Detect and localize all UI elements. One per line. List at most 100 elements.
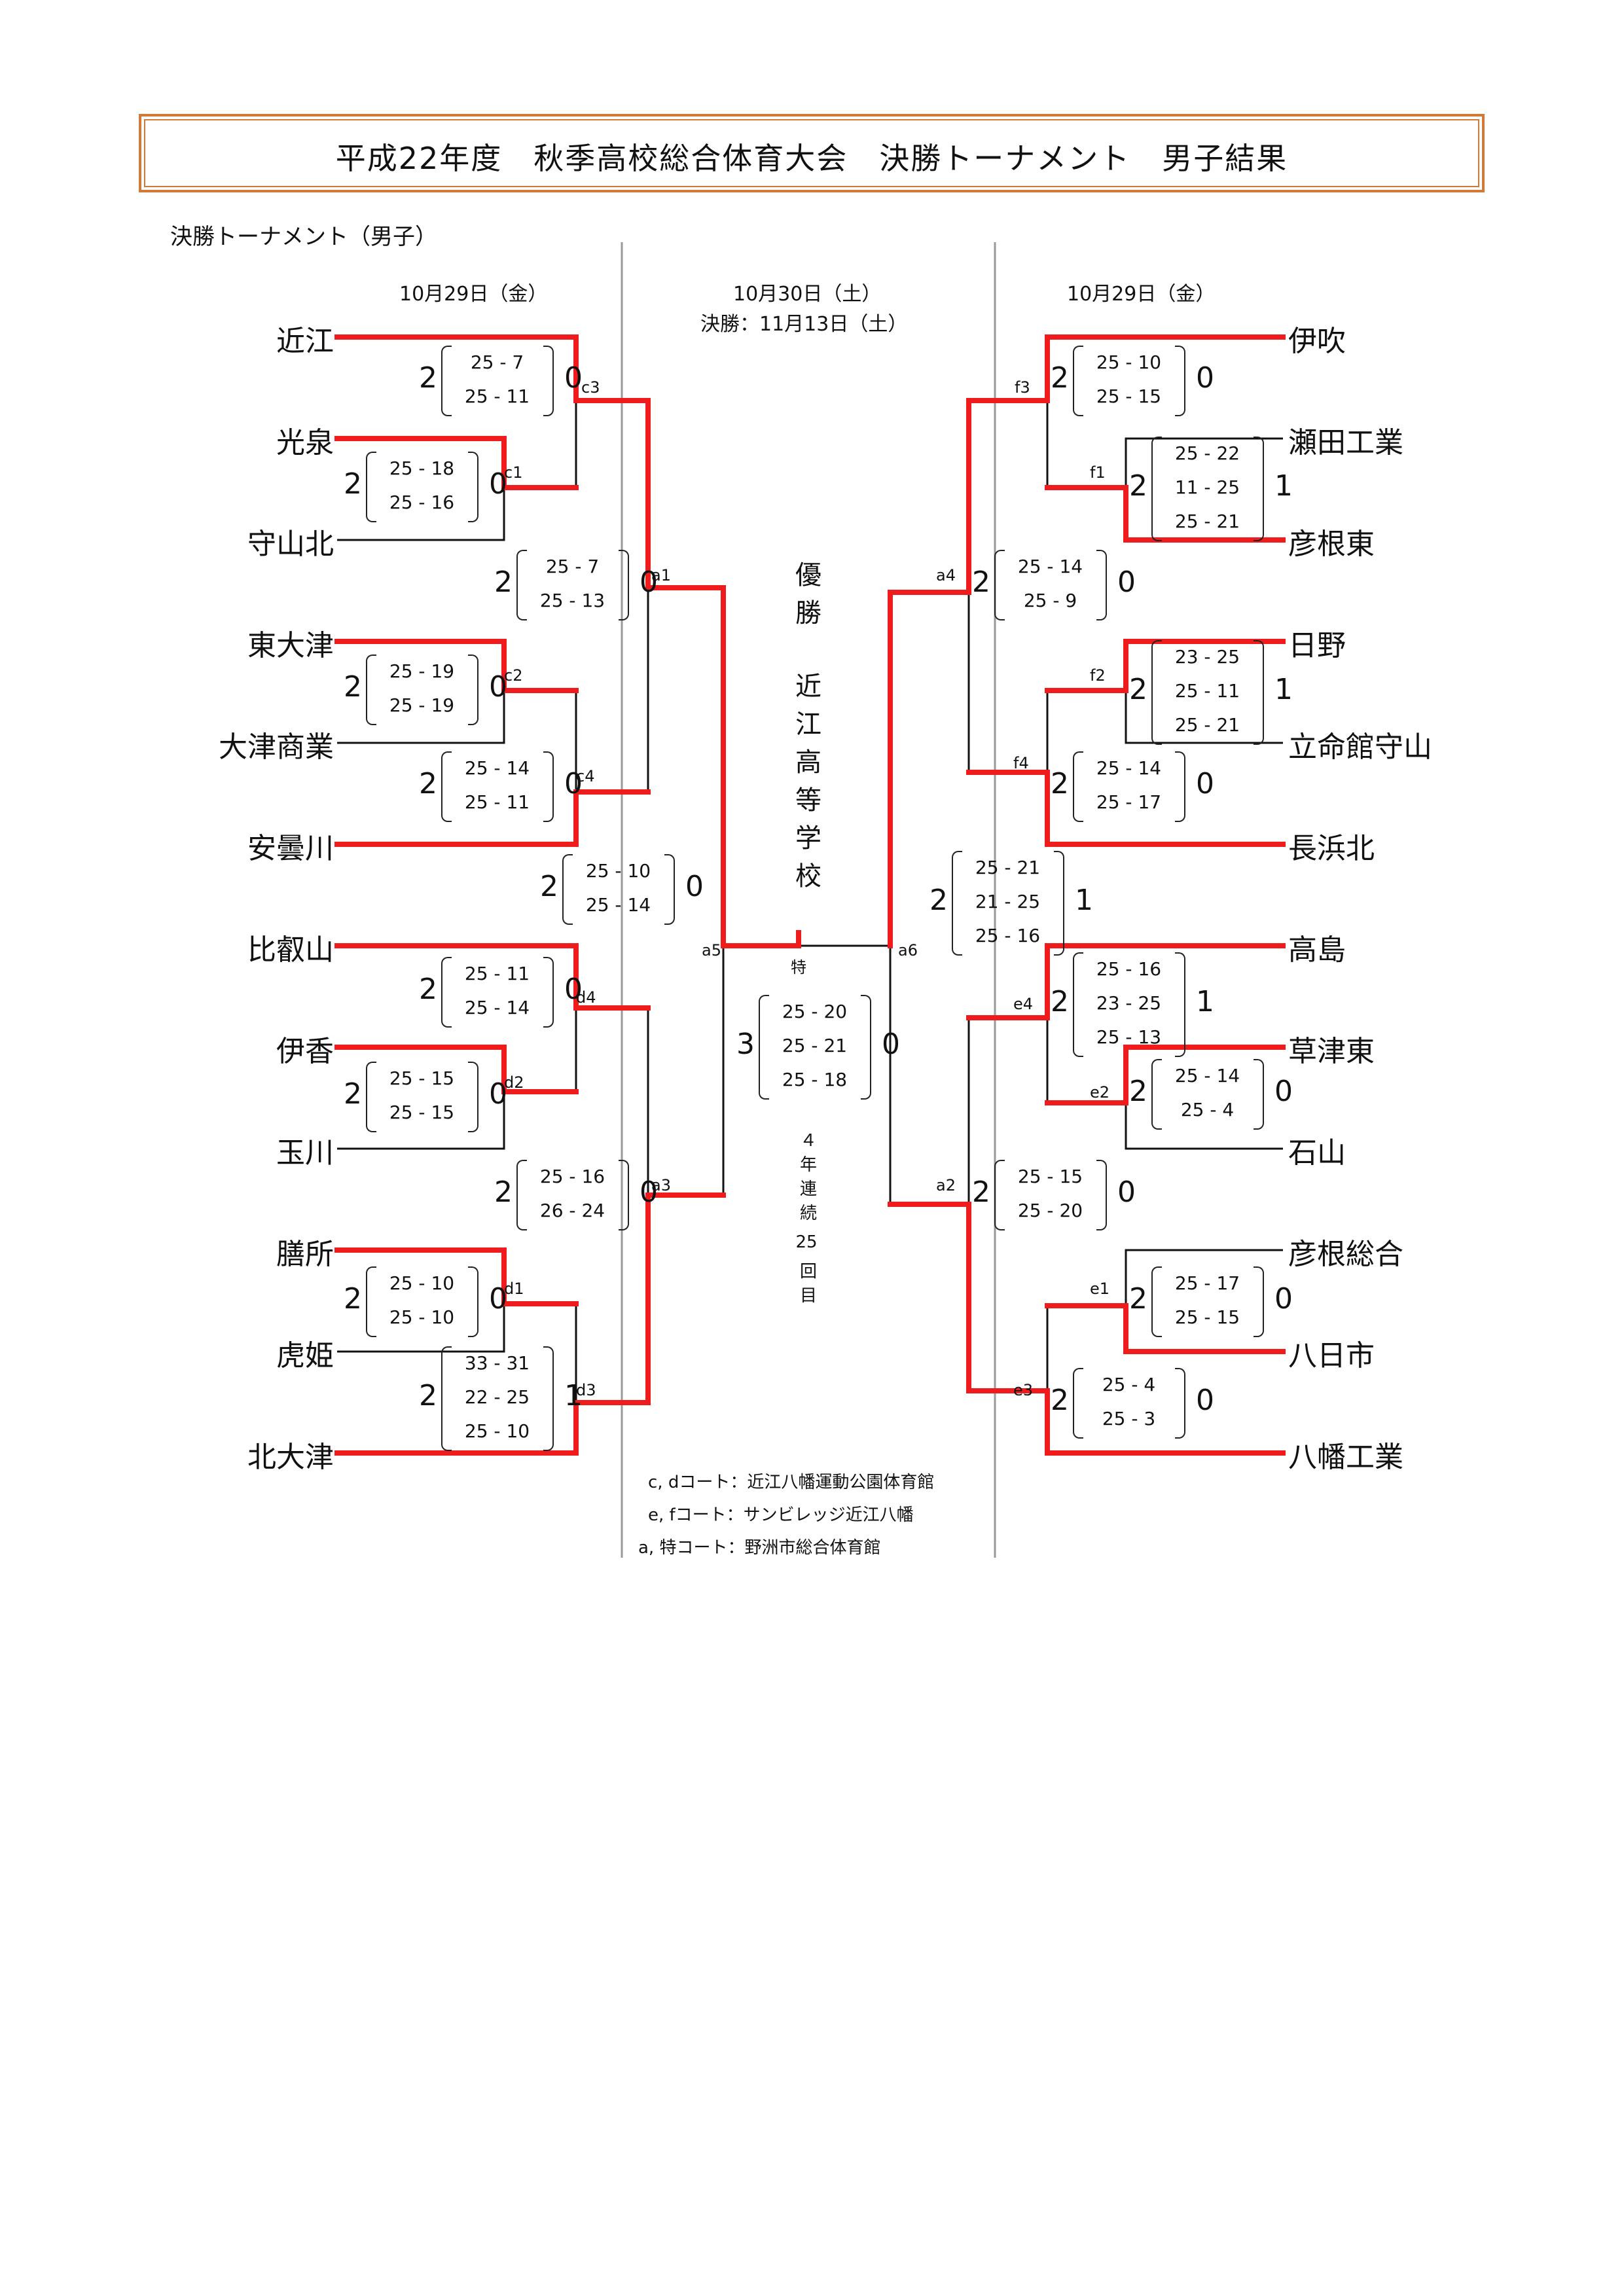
set-score: 25 - 20 — [1017, 1200, 1083, 1221]
set-score: 25 - 13 — [539, 590, 605, 611]
team-name: 瀬田工業 — [1288, 426, 1403, 459]
loser-path — [1125, 1249, 1283, 1306]
right-brace-icon — [468, 452, 478, 522]
team-name: 大津商業 — [219, 730, 334, 764]
winner-sets: 2 — [540, 870, 558, 903]
set-score: 25 - 11 — [464, 791, 530, 813]
venue-a: a, 特コート：野洲市総合体育館 — [638, 1538, 881, 1558]
winner-sets: 2 — [419, 361, 437, 395]
match-id: e2 — [1090, 1083, 1110, 1102]
loser-sets: 0 — [1196, 361, 1214, 395]
match-id: a5 — [702, 941, 721, 960]
winner-sets: 2 — [494, 565, 513, 599]
set-score: 25 - 18 — [389, 457, 455, 479]
set-scores: 25 - 18 25 - 16 — [378, 452, 466, 520]
set-score: 25 - 10 — [1096, 351, 1162, 373]
loser-path — [337, 1304, 505, 1353]
vertical-char: 等 — [795, 785, 821, 816]
set-score: 25 - 3 — [1102, 1408, 1156, 1429]
right-brace-icon — [1175, 346, 1185, 416]
right-brace-icon — [468, 1062, 478, 1132]
team-name: 長浜北 — [1288, 832, 1375, 865]
set-score: 25 - 16 — [389, 492, 455, 513]
set-score: 25 - 14 — [464, 997, 530, 1018]
match-id: f2 — [1090, 666, 1106, 685]
loser-lines — [337, 401, 1283, 1403]
winner-path — [334, 1247, 579, 1306]
winner-sets: 2 — [344, 467, 362, 501]
team-name: 立命館守山 — [1288, 730, 1432, 764]
winner-sets: 2 — [929, 884, 948, 917]
loser-sets: 0 — [685, 870, 704, 903]
vertical-char: 優 — [795, 560, 821, 590]
vertical-char: 回 — [799, 1262, 817, 1282]
loser-sets: 0 — [640, 1175, 658, 1209]
vertical-char: 学 — [795, 823, 821, 853]
left-brace-icon — [441, 751, 452, 822]
vertical-char: 江 — [795, 709, 821, 740]
loser-sets: 0 — [1274, 1075, 1293, 1108]
match-id: c4 — [576, 767, 595, 785]
winner-path — [888, 1202, 1286, 1456]
loser-sets: 0 — [489, 670, 507, 704]
loser-sets: 1 — [1274, 469, 1293, 503]
left-brace-icon — [366, 1266, 376, 1337]
winner-sets: 2 — [494, 1175, 513, 1209]
right-brace-icon — [1175, 1368, 1185, 1439]
winner-sets: 2 — [972, 565, 990, 599]
set-score: 25 - 20 — [782, 1001, 848, 1022]
right-brace-icon — [543, 346, 554, 416]
winner-sets: 2 — [419, 1379, 437, 1412]
team-name: 玉川 — [276, 1136, 334, 1170]
team-name: 安曇川 — [247, 832, 334, 865]
team-name: 彦根総合 — [1288, 1238, 1403, 1271]
set-score: 25 - 10 — [585, 860, 651, 882]
set-score: 25 - 10 — [389, 1272, 455, 1294]
set-score: 22 - 25 — [464, 1386, 530, 1408]
match-id: d4 — [576, 988, 596, 1007]
set-score: 25 - 15 — [389, 1102, 455, 1123]
set-score: 25 - 15 — [1096, 386, 1162, 407]
left-brace-icon — [1151, 1059, 1162, 1130]
loser-sets: 0 — [640, 565, 658, 599]
left-brace-icon — [441, 346, 452, 416]
team-name: 高島 — [1288, 933, 1346, 967]
winner-path-kosen — [334, 436, 579, 490]
match-id: f4 — [1013, 754, 1029, 772]
winner-lines — [334, 334, 1286, 1456]
left-brace-icon — [441, 957, 452, 1028]
winner-path-ibuki — [888, 334, 1286, 948]
set-score: 21 - 25 — [975, 891, 1041, 912]
set-score: 25 - 7 — [470, 351, 524, 373]
left-brace-icon — [366, 1062, 376, 1132]
left-brace-icon — [994, 1160, 1005, 1230]
winner-sets: 2 — [1051, 361, 1069, 395]
loser-sets: 1 — [564, 1379, 583, 1412]
left-brace-icon — [1151, 437, 1162, 541]
set-score: 25 - 14 — [1174, 1065, 1240, 1086]
right-brace-icon — [1254, 1059, 1264, 1130]
section-label: 決勝トーナメント（男子） — [170, 224, 437, 250]
vertical-char: 連 — [799, 1179, 817, 1199]
team-name: 守山北 — [247, 528, 334, 561]
match-id: a3 — [651, 1176, 671, 1194]
winner-sets: 2 — [1051, 985, 1069, 1018]
vertical-char: 勝 — [795, 598, 821, 628]
winner-path — [1045, 1303, 1286, 1354]
set-score: 11 - 25 — [1174, 476, 1240, 498]
winner-sets: 2 — [1051, 767, 1069, 800]
match-id: a4 — [936, 566, 956, 584]
champion-label: 優勝 — [792, 556, 825, 632]
champion-count: 25 — [795, 1232, 818, 1252]
winner-path — [334, 1045, 579, 1094]
title-box: 平成22年度 秋季高校総合体育大会 決勝トーナメント 男子結果 — [139, 114, 1485, 192]
